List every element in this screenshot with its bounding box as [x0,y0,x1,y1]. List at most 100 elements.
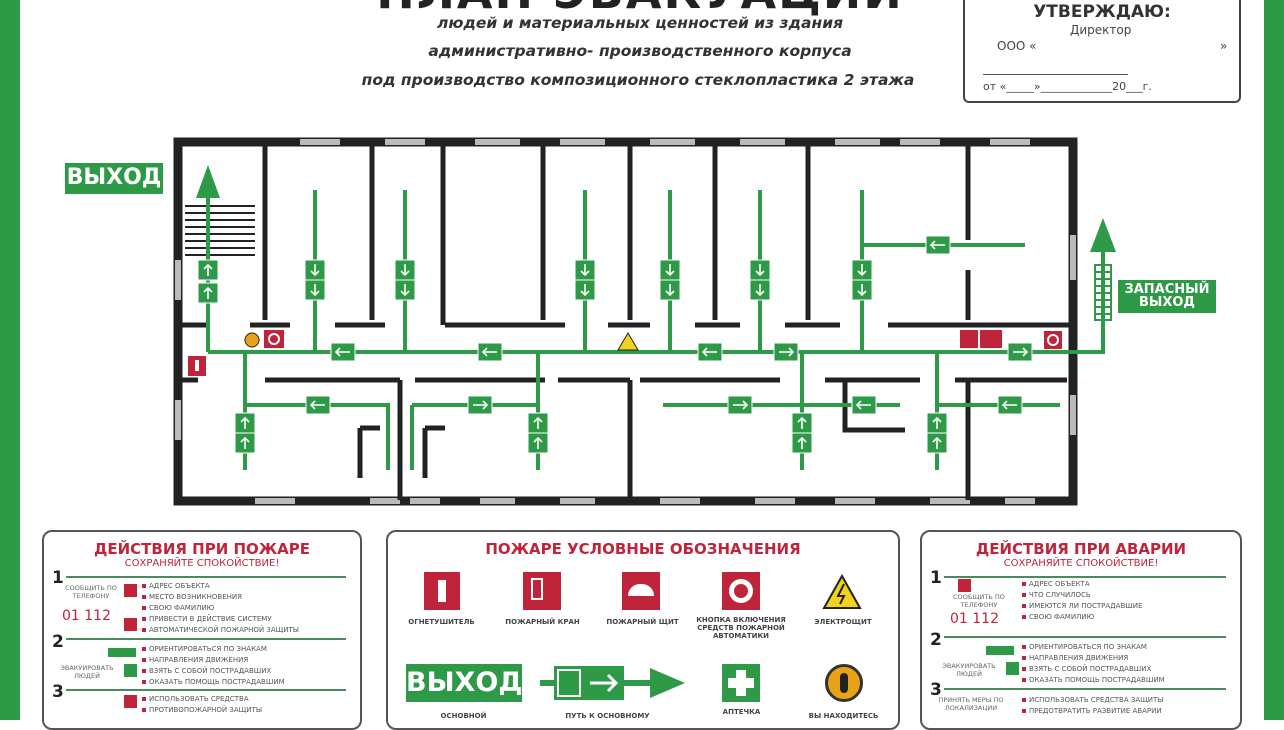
fire-hose-icon [980,330,1002,348]
step-number: 3 [930,680,942,700]
step-number: 1 [930,568,942,588]
list-item: ВЗЯТЬ С СОБОЙ ПОСТРАДАВШИХ [1022,665,1151,673]
legend-label: КНОПКА ВКЛЮЧЕНИЯ СРЕДСТВ ПОЖАРНОЙ АВТОМА… [696,616,786,640]
legend-label: ОСНОВНОЙ [440,712,487,720]
list-item: ПРОТИВОПОЖАРНОЙ ЗАЩИТЫ [142,706,262,714]
list-item: ПРИВЕСТИ В ДЕЙСТВИЕ СИСТЕМУ [142,615,272,623]
fire-hose-icon [523,572,561,610]
page-title: ПЛАН ЭВАКУАЦИИ [300,0,980,15]
you-are-here-icon [244,332,260,348]
staircase-left [185,205,255,256]
direction-signs [197,235,1033,454]
phone-note: СООБЩИТЬ ПО ТЕЛЕФОНУ [65,584,117,600]
fire-actions-panel: ДЕЙСТВИЯ ПРИ ПОЖАРЕ СОХРАНЯЙТЕ СПОКОЙСТВ… [42,530,362,730]
approval-role: Директор [1070,23,1132,37]
electrical-panel-icon [822,574,862,609]
legend-label: ПОЖАРНЫЙ КРАН [505,618,580,626]
exit-route-icon [108,648,136,657]
divider [944,576,1226,578]
alarm-button-icon [264,330,284,348]
legend-label: ПОЖАРНЫЙ ЩИТ [606,618,679,626]
legend-label: ВЫ НАХОДИТЕСЬ [808,712,879,720]
divider [66,689,346,691]
step-number: 3 [52,682,64,702]
approval-date: от «_____»_____________20___г. [983,80,1152,93]
inner-walls [178,146,1070,500]
fire-equipment-markers [188,330,1062,376]
list-item: АВТОМАТИЧЕСКОЙ ПОЖАРНОЙ ЗАЩИТЫ [142,626,299,634]
first-aid-icon [722,664,760,702]
approval-org: ООО « [997,39,1037,53]
measures-note: ПРИНЯТЬ МЕРЫ ПО ЛОКАЛИЗАЦИИ [938,696,1004,712]
list-item: ОКАЗАТЬ ПОМОЩЬ ПОСТРАДАВШИМ [142,678,285,686]
exit-route-icon [986,646,1014,655]
subtitle-line-1: людей и материальных ценностей из здания [436,14,844,32]
you-are-here-icon [825,664,863,702]
exit-arrow-left [196,165,220,198]
extinguisher-icon [960,330,978,348]
exit-arrow-right [1090,218,1116,252]
subtitle-line-2: административно- производственного корпу… [428,42,852,60]
step-number: 2 [52,632,64,652]
extinguisher-icon [124,695,137,708]
accident-actions-panel: ДЕЙСТВИЯ ПРИ АВАРИИ СОХРАНЯЙТЕ СПОКОЙСТВ… [920,530,1242,730]
divider [944,688,1226,690]
signature-line [983,74,1128,75]
step-number: 1 [52,568,64,588]
legend-exit-sign: ВЫХОД [406,664,522,702]
approval-org-end: » [1220,39,1228,53]
list-item: ПРЕДОТВРАТИТЬ РАЗВИТИЕ АВАРИИ [1022,707,1162,715]
exit-route-icon [540,666,685,700]
legend-label: ПУТЬ К ОСНОВНОМУ [565,712,650,720]
list-item: СВОЮ ФАМИЛИЮ [1022,613,1094,621]
list-item: ИСПОЛЬЗОВАТЬ СРЕДСТВА ЗАЩИТЫ [1022,696,1163,704]
fire-panel-title: ДЕЙСТВИЯ ПРИ ПОЖАРЕ [94,540,310,558]
alarm-button-icon [722,572,760,610]
divider [66,576,346,578]
left-green-border [0,0,20,720]
phone-icon [958,579,971,592]
evac-note: ЭВАКУИРОВАТЬ ЛЮДЕЙ [942,662,996,678]
divider [944,636,1226,638]
list-item: АДРЕС ОБЪЕКТА [1022,580,1090,588]
list-item: ОРИЕНТИРОВАТЬСЯ ПО ЗНАКАМ [1022,643,1147,651]
floor-plan [173,137,1116,506]
extinguisher-icon [424,572,460,610]
approval-heading: УТВЕРЖДАЮ: [1033,2,1171,22]
phone-number: 01 112 [950,611,999,627]
legend-panel: ПОЖАРЕ УСЛОВНЫЕ ОБОЗНАЧЕНИЯ ОГНЕТУШИТЕЛЬ… [386,530,900,730]
emergency-exit-sign: ЗАПАСНЫЙ ВЫХОД [1118,280,1216,313]
list-item: ИМЕЮТСЯ ЛИ ПОСТРАДАВШИЕ [1022,602,1142,610]
phone-number: 01 112 [62,608,111,624]
fire-panel-subtitle: СОХРАНЯЙТЕ СПОКОЙСТВИЕ! [124,558,280,569]
divider [66,638,346,640]
list-item: МЕСТО ВОЗНИКНОВЕНИЯ [142,593,242,601]
list-item: ОРИЕНТИРОВАТЬСЯ ПО ЗНАКАМ [142,645,267,653]
list-item: НАПРАВЛЕНИЯ ДВИЖЕНИЯ [142,656,248,664]
accident-panel-title: ДЕЙСТВИЯ ПРИ АВАРИИ [975,540,1187,558]
approval-box: УТВЕРЖДАЮ: Директор ООО « » от «_____»__… [963,0,1241,103]
electrical-panel-icon [617,332,639,351]
alarm-button-icon [124,618,137,631]
list-item: СВОЮ ФАМИЛИЮ [142,604,214,612]
phone-note: СООБЩИТЬ ПО ТЕЛЕФОНУ [953,593,1005,609]
step-number: 2 [930,630,942,650]
right-green-border [1264,0,1284,720]
exit-sign: ВЫХОД [65,163,163,194]
list-item: АДРЕС ОБЪЕКТА [142,582,210,590]
legend-label: ОГНЕТУШИТЕЛЬ [408,618,475,626]
list-item: ИСПОЛЬЗОВАТЬ СРЕДСТВА [142,695,249,703]
legend-label: АПТЕЧКА [722,708,761,716]
outer-walls [173,137,1078,506]
first-aid-icon [124,664,137,677]
phone-icon [124,584,137,597]
fire-shield-icon [622,572,660,610]
evac-note: ЭВАКУИРОВАТЬ ЛЮДЕЙ [60,664,114,680]
first-aid-icon [1006,662,1019,675]
legend-title: ПОЖАРЕ УСЛОВНЫЕ ОБОЗНАЧЕНИЯ [485,540,801,558]
legend-label: ЭЛЕКТРОЩИТ [814,618,872,626]
accident-panel-subtitle: СОХРАНЯЙТЕ СПОКОЙСТВИЕ! [1003,558,1159,569]
list-item: ВЗЯТЬ С СОБОЙ ПОСТРАДАВШИХ [142,667,271,675]
list-item: ЧТО СЛУЧИЛОСЬ [1022,591,1091,599]
alarm-button-icon [1044,331,1062,349]
